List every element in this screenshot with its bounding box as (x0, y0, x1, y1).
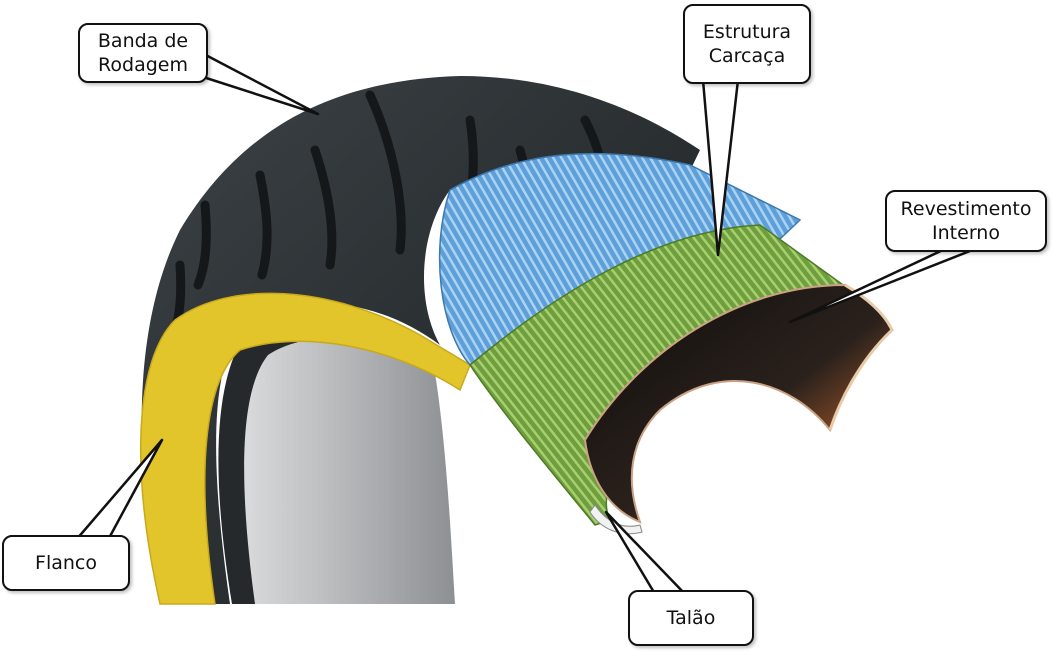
tread-rubber (141, 76, 700, 604)
inner-liner-edge (828, 283, 894, 431)
label-sidewall: Flanco (2, 535, 130, 591)
sidewall-layer (139, 292, 471, 605)
label-inner-liner-line2: Interno (932, 222, 1000, 244)
label-bead-line1: Talão (666, 607, 716, 629)
inner-cavity (218, 311, 455, 604)
label-carcass: Estrutura Carcaça (683, 4, 811, 84)
label-tread: Banda de Rodagem (78, 23, 208, 83)
label-carcass-line1: Estrutura (702, 21, 792, 43)
label-tread-line2: Rodagem (98, 54, 188, 76)
label-carcass-line2: Carcaça (708, 45, 786, 67)
label-inner-liner: Revestimento Interno (885, 190, 1047, 252)
bead (589, 504, 643, 535)
label-bead: Talão (628, 590, 754, 646)
label-inner-liner-line1: Revestimento (900, 198, 1032, 220)
label-sidewall-line1: Flanco (35, 552, 97, 574)
label-tread-line1: Banda de (97, 30, 189, 52)
leader-lines (74, 50, 977, 596)
